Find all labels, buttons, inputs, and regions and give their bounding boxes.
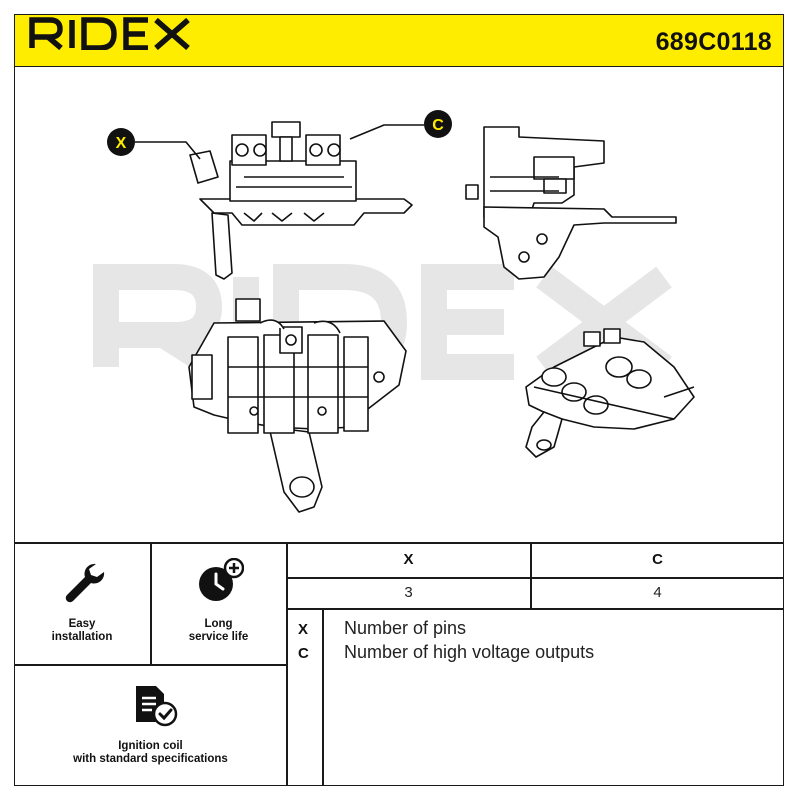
clock-plus-icon: [199, 558, 244, 601]
feature-label-line: Ignition coil: [118, 740, 183, 752]
ridex-logo: [29, 17, 190, 50]
table-header-x: X: [403, 551, 414, 568]
callout-c-label: C: [432, 117, 444, 134]
header-bar: [14, 14, 784, 67]
callout-x-label: X: [116, 135, 127, 152]
feature-row-rule: [14, 664, 287, 666]
feature-label-line: Easy: [68, 618, 96, 630]
coil-side-view: [465, 126, 677, 280]
wrench-icon: [65, 563, 105, 603]
section-top-rule: [14, 542, 784, 544]
document-check-icon: [136, 686, 178, 727]
feature-label-line: Long: [204, 618, 233, 630]
legend-key-c: C: [298, 645, 309, 662]
feature-label-line: installation: [51, 631, 113, 643]
legend-text-pins: Number of pins: [344, 618, 467, 638]
table-cell-x: 3: [404, 584, 413, 601]
table-header-rule: [287, 577, 784, 579]
callout-c-badge: C: [424, 110, 452, 138]
coil-main-view: [188, 298, 407, 513]
table-header-c: C: [652, 551, 663, 568]
table-cell-c: 4: [653, 584, 662, 601]
feature-easy-installation: Easy installation: [14, 618, 150, 644]
callout-x-badge: X: [107, 128, 135, 156]
table-col-rule: [530, 542, 532, 608]
feature-standard-specifications: Ignition coil with standard specificatio…: [14, 740, 287, 766]
feature-label-line: service life: [188, 631, 249, 643]
feature-col-rule-1: [150, 542, 152, 664]
coil-isometric-view: [525, 328, 695, 458]
technical-drawing: X C: [93, 110, 695, 513]
feature-long-service-life: Long service life: [151, 618, 286, 644]
legend-key-x: X: [298, 621, 309, 638]
feature-label-line: with standard specifications: [73, 753, 228, 765]
coil-front-view: [189, 121, 413, 280]
legend-text-outputs: Number of high voltage outputs: [344, 642, 595, 662]
legend-key-rule: [322, 608, 324, 786]
part-number: 689C0118: [655, 28, 772, 56]
table-bottom-rule: [287, 608, 784, 610]
